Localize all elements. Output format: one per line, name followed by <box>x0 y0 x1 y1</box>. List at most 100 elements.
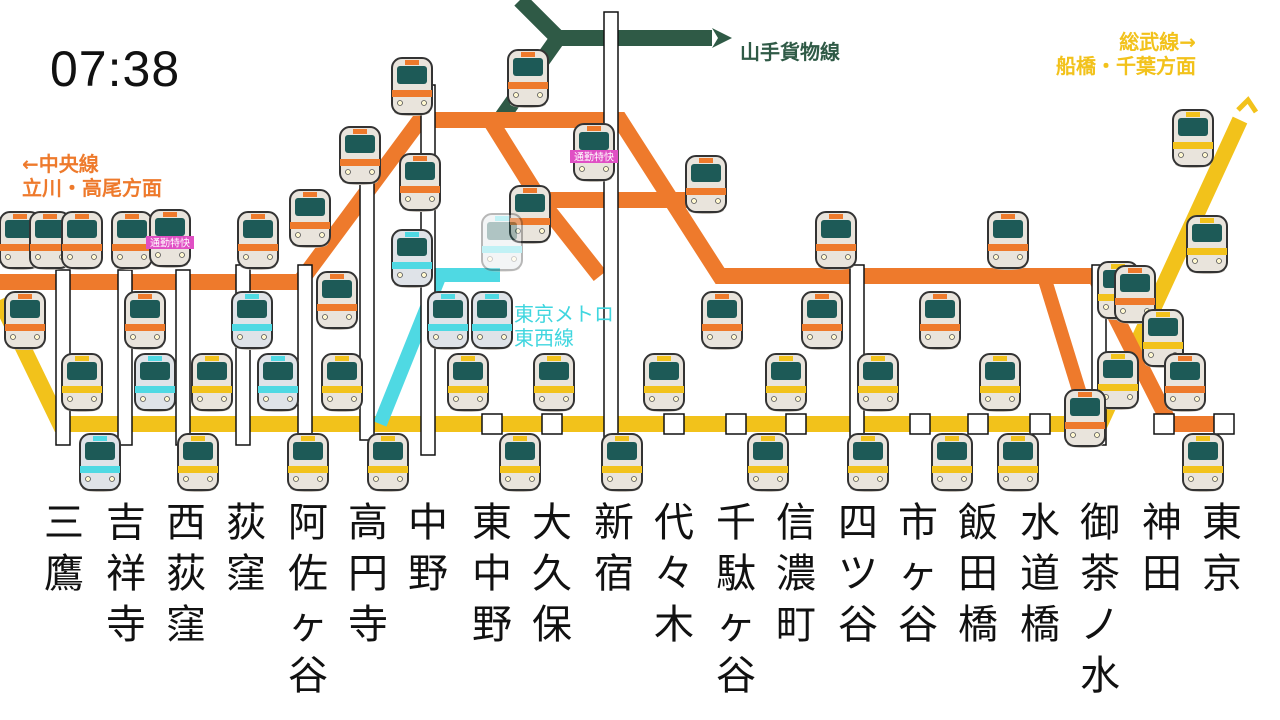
train-icon <box>289 189 331 248</box>
station-10: 新宿 <box>584 498 644 600</box>
sobu-local-line-arrow-icon <box>1236 96 1259 114</box>
station-char: 野 <box>472 602 512 648</box>
train-destination <box>251 214 265 219</box>
train-icon <box>701 291 743 350</box>
station-char: 三 <box>44 500 84 546</box>
train-headlight <box>373 476 379 482</box>
train-window <box>691 164 721 182</box>
platform-bar <box>603 11 619 445</box>
station-char: 京 <box>1202 551 1242 597</box>
train-stripe <box>112 244 152 251</box>
train-stripe <box>392 262 432 269</box>
train-stripe <box>766 386 806 393</box>
train-icon <box>847 433 889 492</box>
station-char: 保 <box>532 602 572 648</box>
station-char: 円 <box>348 551 388 597</box>
tozai-line <box>373 268 500 427</box>
train-headlight <box>937 476 943 482</box>
train-window <box>263 362 293 380</box>
station-20: 東京 <box>1192 498 1252 600</box>
train-icon <box>533 353 575 412</box>
station-5: 阿佐ヶ谷 <box>278 498 338 702</box>
train-stripe <box>5 324 45 331</box>
train-window <box>322 280 352 298</box>
badge-bg <box>146 236 194 249</box>
train-destination <box>523 188 537 193</box>
train-window <box>1170 362 1200 380</box>
train-headlight <box>513 92 519 98</box>
train-window <box>373 442 403 460</box>
station-char: 千 <box>716 500 756 546</box>
train-window <box>925 300 955 318</box>
train-window <box>345 135 375 153</box>
train-stripe <box>448 386 488 393</box>
train-destination <box>1196 436 1210 441</box>
station-char: 濃 <box>776 551 816 597</box>
train-destination <box>1200 218 1214 223</box>
train-icon <box>29 211 71 270</box>
train-destination <box>587 126 601 131</box>
train-headlight <box>207 476 213 482</box>
train-icon <box>79 433 121 492</box>
train-headlight <box>649 396 655 402</box>
train-destination <box>1111 354 1125 359</box>
train-stripe <box>135 386 175 393</box>
train-headlight <box>477 334 483 340</box>
stop-marker <box>967 413 989 435</box>
stop-marker <box>785 413 807 435</box>
train-window <box>477 300 507 318</box>
train-headlight <box>1009 396 1015 402</box>
train-stripe <box>428 324 468 331</box>
sobu-local-line <box>0 116 1248 432</box>
train-icon <box>4 291 46 350</box>
station-char: 田 <box>958 551 998 597</box>
train-destination <box>75 214 89 219</box>
train-destination <box>413 156 427 161</box>
train-destination <box>861 436 875 441</box>
train-window <box>1120 274 1150 292</box>
train-destination <box>303 192 317 197</box>
train-headlight <box>853 476 859 482</box>
train-window <box>5 220 35 238</box>
train-headlight <box>322 314 328 320</box>
station-char: 谷 <box>838 602 878 648</box>
train-stripe <box>62 386 102 393</box>
train-headlight <box>453 396 459 402</box>
train-headlight <box>421 272 427 278</box>
train-destination <box>301 436 315 441</box>
train-headlight <box>1216 258 1222 264</box>
train-stripe <box>510 218 550 225</box>
train-headlight <box>777 476 783 482</box>
train-headlight <box>501 334 507 340</box>
train-headlight <box>487 256 493 262</box>
train-headlight <box>397 476 403 482</box>
yamanote-freight-label: 山手貨物線 <box>740 40 840 64</box>
train-headlight <box>164 396 170 402</box>
train-stripe <box>1183 466 1223 473</box>
train-icon <box>507 49 549 108</box>
train-headlight <box>603 166 609 172</box>
train-stripe <box>920 324 960 331</box>
yamanote-freight-arrow-icon <box>712 28 732 48</box>
badge-label: 通勤特快 <box>150 237 190 250</box>
train-destination <box>993 356 1007 361</box>
train-window <box>1192 224 1222 242</box>
station-9: 大久保 <box>522 498 582 651</box>
train-window <box>85 442 115 460</box>
train-headlight <box>293 476 299 482</box>
train-stripe <box>482 246 522 253</box>
train-headlight <box>831 334 837 340</box>
train-destination <box>1001 214 1015 219</box>
train-headlight <box>845 254 851 260</box>
train-headlight <box>91 396 97 402</box>
train-headlight <box>1194 396 1200 402</box>
train-headlight <box>267 254 273 260</box>
train-headlight <box>117 254 123 260</box>
train-window <box>453 362 483 380</box>
train-destination <box>1111 264 1125 269</box>
station-char: 水 <box>1080 653 1120 699</box>
train-headlight <box>673 396 679 402</box>
train-stripe <box>258 386 298 393</box>
platform-bar <box>175 269 191 446</box>
train-stripe <box>400 186 440 193</box>
